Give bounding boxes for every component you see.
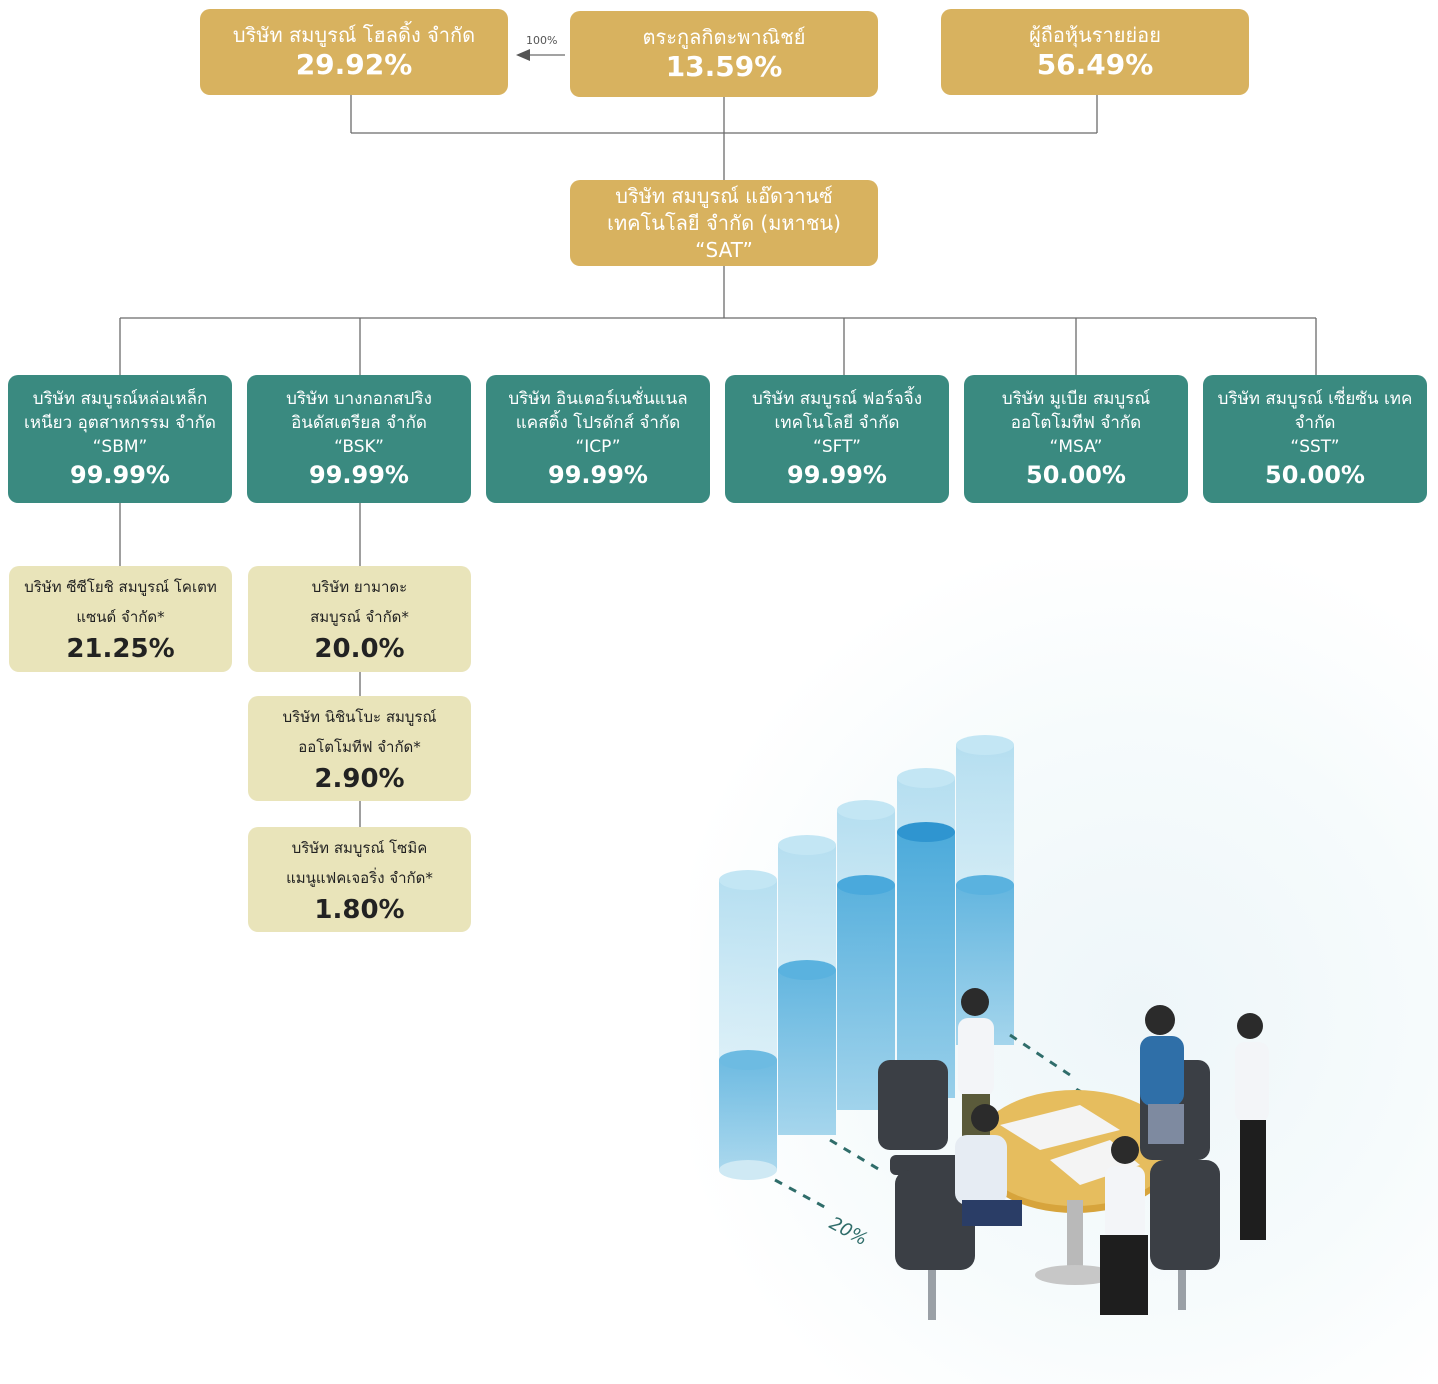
associate-percent: 20.0% — [314, 634, 405, 664]
shareholder-kitapanich-family: ตระกูลกิตะพาณิชย์ 13.59% — [570, 11, 878, 97]
subsidiary-name-line2: แคสติ้ง โปรดักส์ จำกัด — [515, 413, 681, 433]
subsidiary-name-line1: บริษัท มูเบีย สมบูรณ์ — [1001, 389, 1151, 409]
subsidiary-name-line1: บริษัท สมบูรณ์หล่อเหล็ก — [32, 389, 208, 409]
shareholder-percent: 56.49% — [1036, 48, 1154, 81]
shareholder-name: ตระกูลกิตะพาณิชย์ — [642, 25, 806, 49]
subsidiary-percent: 99.99% — [70, 461, 170, 489]
subsidiary-name-line1: บริษัท อินเตอร์เนชั่นแนล — [508, 389, 688, 409]
associate-percent: 1.80% — [314, 894, 405, 925]
shareholder-name: ผู้ถือหุ้นรายย่อย — [1029, 23, 1161, 47]
shareholder-minority: ผู้ถือหุ้นรายย่อย 56.49% — [941, 9, 1249, 95]
associate-name-line1: บริษัท นิชินโบะ สมบูรณ์ — [282, 707, 437, 726]
business-meeting-illustration: 50% 20% — [719, 735, 1269, 1320]
sat-name-line1: บริษัท สมบูรณ์ แอ๊ดวานซ์ — [615, 183, 833, 208]
associate-percent: 21.25% — [66, 634, 175, 664]
subsidiary-percent: 99.99% — [309, 461, 409, 489]
subsidiary-name-line1: บริษัท สมบูรณ์ เซี่ยซัน เทค — [1217, 389, 1413, 409]
associate-sisiyoshi: บริษัท ซีซีโยชิ สมบูรณ์ โคเตท แซนด์ จำกั… — [9, 566, 232, 672]
associate-name-line2: ออโตโมทีฟ จำกัด* — [298, 737, 421, 756]
subsidiary-name-line1: บริษัท บางกอกสปริง — [286, 389, 432, 409]
subsidiary-code: “ICP” — [575, 437, 621, 457]
subsidiary-percent: 99.99% — [548, 461, 648, 489]
associate-percent: 2.90% — [314, 763, 405, 794]
subsidiary-name-line2: จำกัด — [1294, 413, 1336, 433]
subsidiary-name-line1: บริษัท สมบูรณ์ ฟอร์จจิ้ง — [751, 389, 923, 409]
associate-name-line2: แมนูแฟคเจอริ่ง จำกัด* — [286, 868, 433, 887]
subsidiary-code: “BSK” — [334, 437, 384, 457]
subsidiary-name-line2: อินดัสเตรียล จำกัด — [291, 413, 427, 433]
associate-name-line1: บริษัท ซีซีโยชิ สมบูรณ์ โคเตท — [24, 578, 217, 596]
subsidiary-code: “SST” — [1290, 437, 1340, 457]
associate-yamada: บริษัท ยามาดะ สมบูรณ์ จำกัด* 20.0% — [248, 566, 471, 672]
associate-name-line1: บริษัท ยามาดะ — [311, 578, 408, 596]
associate-name-line1: บริษัท สมบูรณ์ โซมิค — [291, 838, 428, 857]
subsidiary-percent: 99.99% — [787, 461, 887, 489]
associate-nisshinbo: บริษัท นิชินโบะ สมบูรณ์ ออโตโมทีฟ จำกัด*… — [248, 696, 471, 801]
subsidiary-percent: 50.00% — [1265, 461, 1365, 489]
subsidiary-sft: บริษัท สมบูรณ์ ฟอร์จจิ้ง เทคโนโลยี จำกัด… — [725, 375, 949, 503]
cylinder-chart-icon — [719, 735, 1014, 1180]
shareholder-somboon-holding: บริษัท สมบูรณ์ โฮลดิ้ง จำกัด 29.92% — [200, 9, 508, 95]
subsidiary-code: “MSA” — [1049, 437, 1103, 457]
people-figures — [955, 988, 1269, 1315]
subsidiary-name-line2: เหนียว อุตสาหกรรม จำกัด — [24, 413, 216, 433]
subsidiary-bsk: บริษัท บางกอกสปริง อินดัสเตรียล จำกัด “B… — [247, 375, 471, 503]
associate-somic: บริษัท สมบูรณ์ โซมิค แมนูแฟคเจอริ่ง จำกั… — [248, 827, 471, 932]
subsidiary-icp: บริษัท อินเตอร์เนชั่นแนล แคสติ้ง โปรดักส… — [486, 375, 710, 503]
sat-parent-company: บริษัท สมบูรณ์ แอ๊ดวานซ์ เทคโนโลยี จำกัด… — [570, 180, 878, 266]
subsidiary-code: “SFT” — [813, 437, 861, 457]
associate-name-line2: แซนด์ จำกัด* — [76, 608, 165, 626]
subsidiary-sst: บริษัท สมบูรณ์ เซี่ยซัน เทค จำกัด “SST” … — [1203, 375, 1427, 503]
sat-name-line2: เทคโนโลยี จำกัด (มหาชน) — [607, 210, 841, 235]
illustration-label-20: 20% — [826, 1213, 871, 1250]
subsidiary-code: “SBM” — [92, 437, 148, 457]
subsidiary-name-line2: เทคโนโลยี จำกัด — [774, 413, 900, 433]
sat-code: “SAT” — [695, 237, 753, 262]
subsidiary-sbm: บริษัท สมบูรณ์หล่อเหล็ก เหนียว อุตสาหกรร… — [8, 375, 232, 503]
shareholder-name: บริษัท สมบูรณ์ โฮลดิ้ง จำกัด — [232, 23, 476, 47]
shareholder-percent: 29.92% — [295, 48, 413, 81]
associate-name-line2: สมบูรณ์ จำกัด* — [310, 608, 409, 626]
holding-arrow-label: 100% — [526, 34, 558, 47]
subsidiary-percent: 50.00% — [1026, 461, 1126, 489]
subsidiary-name-line2: ออโตโมทีฟ จำกัด — [1010, 413, 1142, 433]
shareholder-percent: 13.59% — [665, 50, 783, 83]
subsidiary-msa: บริษัท มูเบีย สมบูรณ์ ออโตโมทีฟ จำกัด “M… — [964, 375, 1188, 503]
